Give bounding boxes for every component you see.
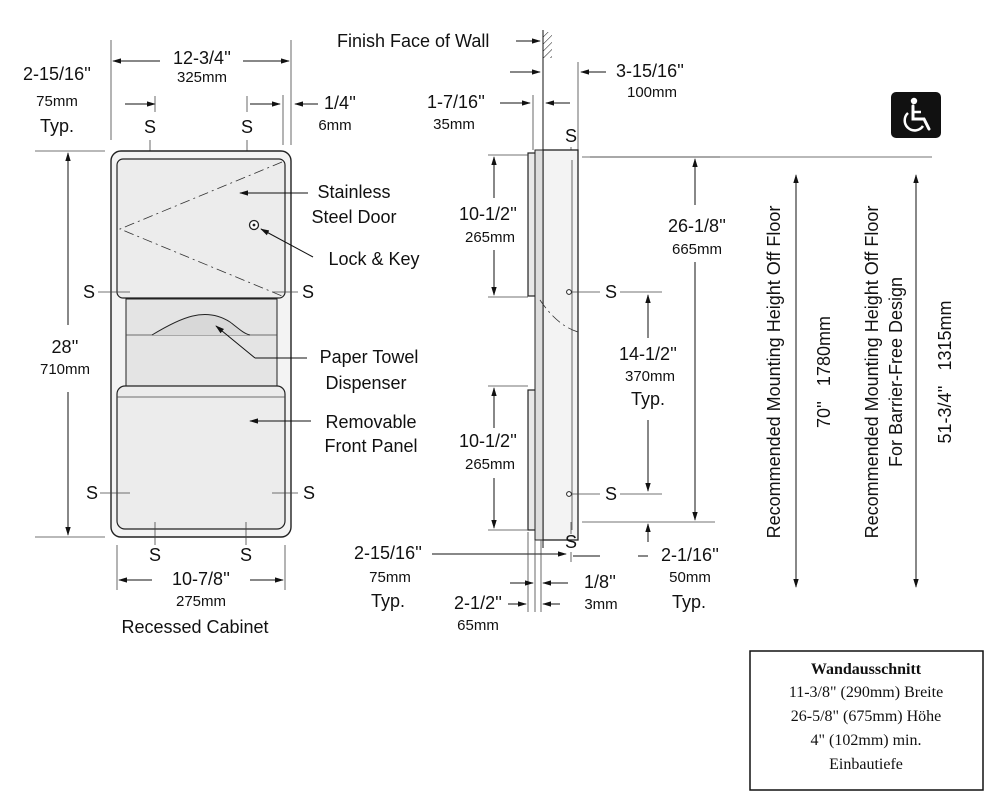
screw-mid-right: S: [302, 282, 314, 302]
dispenser-opening: [125, 298, 278, 387]
bf-height-value: 51-3/4'' 1315mm: [935, 301, 955, 444]
screw-mid-left: S: [83, 282, 95, 302]
bottom-offset-typ: Typ.: [371, 591, 405, 611]
screw-bottom-left: S: [149, 545, 161, 565]
bottom-offset-in: 2-15/16'': [354, 543, 422, 563]
proj-in: 2-1/2'': [454, 593, 502, 613]
mounting-heights: Recommended Mounting Height Off Floor 70…: [590, 92, 955, 588]
flange-mm: 6mm: [318, 117, 351, 134]
total-mm: 665mm: [672, 241, 722, 258]
callout-door-1: Stainless: [317, 182, 390, 202]
callouts: Stainless Steel Door Lock & Key Paper To…: [215, 182, 420, 456]
rec-height-label: Recommended Mounting Height Off Floor: [764, 206, 784, 539]
screw-side-bottom: S: [565, 532, 577, 552]
spacing-in: 14-1/2'': [619, 344, 677, 364]
width-mm: 325mm: [177, 69, 227, 86]
screw-offset-mm: 50mm: [669, 569, 711, 586]
screw-top-right: S: [241, 117, 253, 137]
upper-in: 10-1/2'': [459, 204, 517, 224]
rec-height-value: 70'' 1780mm: [814, 316, 834, 428]
spacing-typ: Typ.: [631, 389, 665, 409]
side-view: Finish Face of Wall 3-15/16'' 100mm 1-7/…: [337, 30, 726, 634]
width-in: 12-3/4'': [173, 48, 231, 68]
screw-offset-typ: Typ.: [672, 592, 706, 612]
bf-height-label-2: For Barrier-Free Design: [886, 277, 906, 467]
removable-front-panel: [116, 385, 286, 530]
wheelchair-icon: [891, 92, 941, 138]
left-offset-mm: 75mm: [36, 93, 78, 110]
screw-top-left: S: [144, 117, 156, 137]
front-view-caption: Recessed Cabinet: [121, 617, 268, 637]
flange-in: 1/4'': [324, 93, 356, 113]
screw-low-left: S: [86, 483, 98, 503]
cutout-line-3: 4" (102mm) min.: [811, 732, 922, 749]
screw-side-mid: S: [605, 282, 617, 302]
depth-in: 3-15/16'': [616, 61, 684, 81]
cutout-title: Wandausschnitt: [811, 661, 922, 678]
spacing-mm: 370mm: [625, 368, 675, 385]
left-offset-typ: Typ.: [40, 116, 74, 136]
height-in: 28'': [52, 337, 79, 357]
callout-lock: Lock & Key: [328, 249, 419, 269]
callout-panel-1: Removable: [325, 412, 416, 432]
cutout-line-4: Einbautiefe: [829, 756, 903, 773]
upper-mm: 265mm: [465, 229, 515, 246]
bottom-offset-mm: 75mm: [369, 569, 411, 586]
lower-mm: 265mm: [465, 456, 515, 473]
lip-mm: 3mm: [584, 596, 617, 613]
callout-door-2: Steel Door: [311, 207, 396, 227]
callout-dispenser-1: Paper Towel: [320, 347, 419, 367]
front-view: 12-3/4'' 325mm 2-15/16'' 75mm Typ. 1/4''…: [23, 40, 356, 637]
screw-bottom-right: S: [240, 545, 252, 565]
screw-offset-in: 2-1/16'': [661, 545, 719, 565]
bf-height-label-1: Recommended Mounting Height Off Floor: [862, 206, 882, 539]
callout-dispenser-2: Dispenser: [325, 373, 406, 393]
screw-side-low: S: [605, 484, 617, 504]
wall-label: Finish Face of Wall: [337, 31, 489, 51]
cutout-line-1: 11-3/8" (290mm) Breite: [789, 684, 943, 701]
flange-depth-mm: 35mm: [433, 116, 475, 133]
callout-panel-2: Front Panel: [324, 436, 417, 456]
cabinet-side: [542, 149, 579, 541]
wall-cutout-box: Wandausschnitt 11-3/8" (290mm) Breite 26…: [749, 650, 984, 791]
bottom-width-mm: 275mm: [176, 593, 226, 610]
proj-mm: 65mm: [457, 617, 499, 634]
left-offset-in: 2-15/16'': [23, 64, 91, 84]
screw-low-right: S: [303, 483, 315, 503]
total-in: 26-1/8'': [668, 216, 726, 236]
depth-mm: 100mm: [627, 84, 677, 101]
height-mm: 710mm: [40, 361, 90, 378]
lower-in: 10-1/2'': [459, 431, 517, 451]
bottom-width-in: 10-7/8'': [172, 569, 230, 589]
flange-depth-in: 1-7/16'': [427, 92, 485, 112]
cutout-line-2: 26-5/8" (675mm) Höhe: [791, 708, 942, 725]
stainless-steel-door: [116, 158, 286, 299]
lip-in: 1/8'': [584, 572, 616, 592]
screw-side-top: S: [565, 126, 577, 146]
